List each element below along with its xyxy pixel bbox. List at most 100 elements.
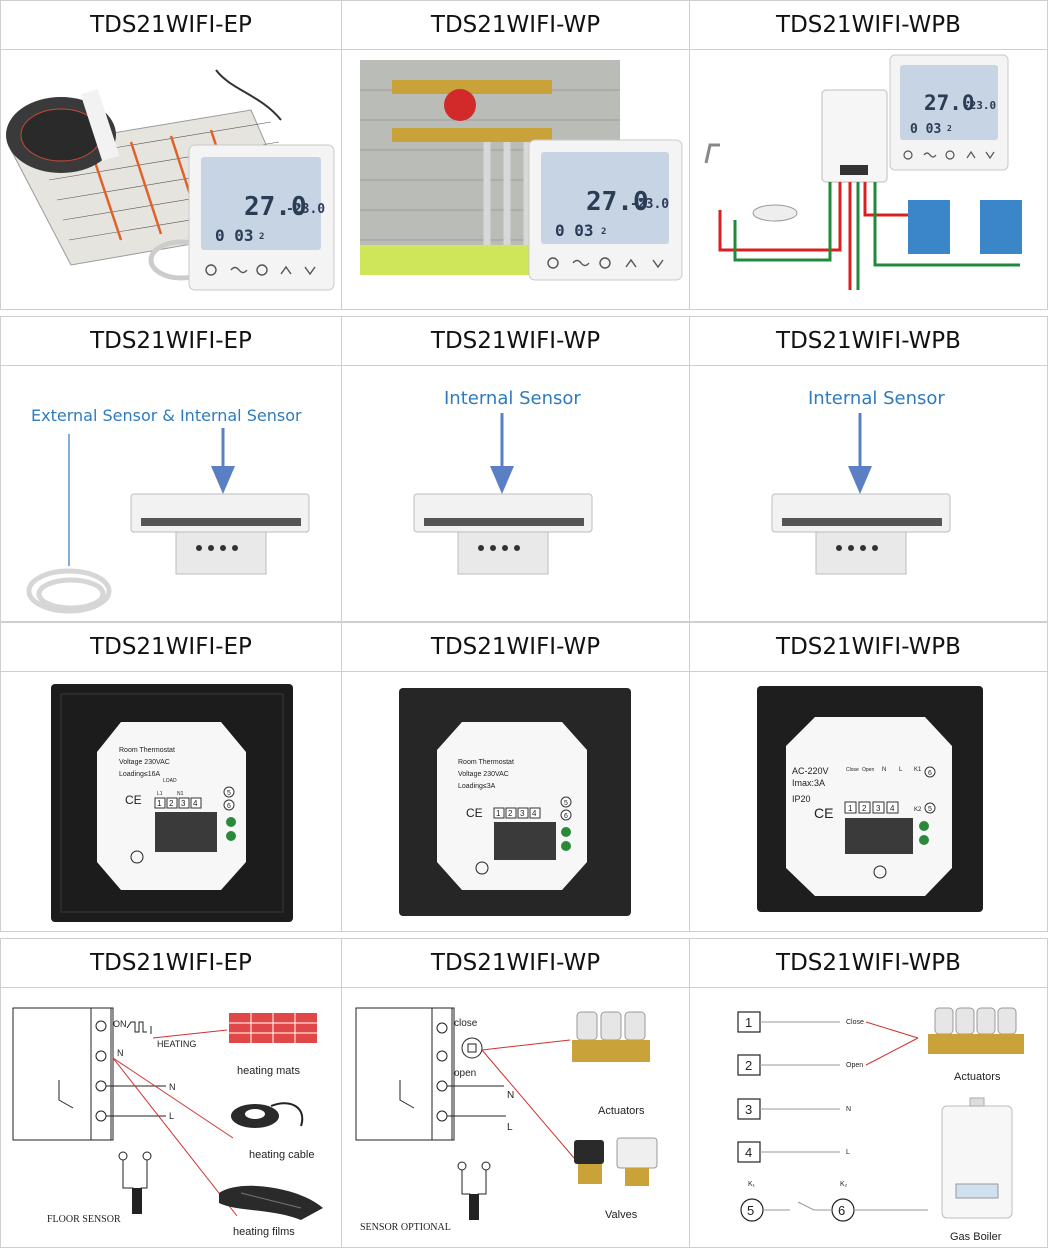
label-heating-cable: heating cable [249,1149,314,1161]
ce-mark: CE [814,805,833,821]
thermostat-front: 27.0 -23.0 0 03 2 [188,144,335,291]
cell-wpb-wiring: TDS21WIFI-WPB 1 2 3 4 Close Open N L K₁ … [689,938,1048,1248]
cell-ep-sensor: TDS21WIFI-EP External Sensor & Internal … [0,316,342,622]
wpb-sensor-view: Internal Sensor [690,366,1047,621]
thermostat-side-view [413,493,593,575]
back-label-line2: Imax:3A [792,778,825,788]
sensor-label: Internal Sensor [808,388,945,409]
svg-text:2: 2 [169,799,174,808]
label-n: N [169,1082,176,1092]
actuators-icon [928,1007,1024,1054]
svg-text:5: 5 [227,790,231,797]
svg-text:1: 1 [496,809,501,818]
model-title: TDS21WIFI-WP [342,1,689,50]
lcd-set-temp: -23.0 [963,99,996,112]
label-l: L [169,1111,174,1121]
lcd-day: 2 [947,124,952,133]
ep-wiring-diagram: ON HEATING N N L FLOOR SENSOR [1,988,341,1247]
back-label-close: Close [846,767,859,773]
cell-wpb-photo: TDS21WIFI-WPB [689,0,1048,310]
svg-text:4: 4 [193,799,198,808]
back-label-line2: Voltage 230VAC [458,771,509,778]
svg-text:K₂: K₂ [840,1181,848,1188]
ep-sensor-view: External Sensor & Internal Sensor [1,366,341,621]
terminal-block: 1 2 3 4 [844,801,913,854]
back-label-k1: K1 [914,767,922,773]
model-title: TDS21WIFI-EP [1,623,341,672]
sensor-label: External Sensor & Internal Sensor [31,406,302,425]
cell-ep-wiring: TDS21WIFI-EP ON HEATING N N L [0,938,342,1248]
wp-sensor-view: Internal Sensor [342,366,689,621]
sensor-label: Internal Sensor [444,388,581,409]
label-close: close [454,1018,478,1029]
label-actuators: Actuators [598,1105,645,1117]
label-heating: HEATING [157,1039,196,1049]
thermostat-front: 27.0 -23.0 0 03 2 [528,139,683,281]
cell-wp-wiring: TDS21WIFI-WP close open N L [341,938,690,1248]
label-heating-mats: heating mats [237,1065,300,1077]
label-n-left: N [117,1048,124,1058]
back-label-line1: Room Thermostat [458,759,514,766]
heating-film-icon [219,1185,323,1220]
lcd-clock: 0 03 [910,122,941,137]
label-open: open [454,1068,476,1079]
radiator [908,200,1022,254]
sensor-probe [457,1161,491,1220]
svg-text:3: 3 [181,799,186,808]
label-l: L [507,1122,513,1133]
svg-text:2: 2 [862,804,867,813]
svg-text:2: 2 [745,1058,752,1073]
thermostat-side-view [771,493,951,575]
terminal-boxes [737,1011,761,1163]
back-label-load: LOAD [163,778,177,784]
wp-wiring-diagram: close open N L SENSOR OPTIONAL [342,988,689,1247]
row-sensor-views: TDS21WIFI-EP External Sensor & Internal … [0,316,1048,622]
cell-ep-photo: TDS21WIFI-EP [0,0,342,310]
svg-text:Close: Close [846,1019,864,1026]
label-floor-sensor: FLOOR SENSOR [47,1214,121,1225]
lcd-temp: 27.0 [924,91,975,115]
touch-buttons [205,264,316,276]
svg-text:Open: Open [846,1062,863,1069]
row-wiring-diagrams: TDS21WIFI-EP ON HEATING N N L [0,938,1048,1248]
svg-text:3: 3 [520,809,525,818]
back-label-line3: Loading≤3A [458,783,496,790]
back-label-n1: N1 [177,791,184,797]
back-label-line1: AC-220V [792,766,829,776]
wpb-back-panel: AC-220V Imax:3A IP20 CE Close Open N L K… [690,672,1047,931]
terminal-block: 1 2 3 4 [154,797,217,852]
lcd-day: 2 [259,232,264,242]
model-title: TDS21WIFI-WP [342,623,689,672]
svg-text:3: 3 [745,1102,752,1117]
svg-text:5: 5 [928,806,932,813]
cell-wp-sensor: TDS21WIFI-WP Internal Sensor [341,316,690,622]
label-valves: Valves [605,1209,638,1221]
ep-back-panel: Room Thermostat Voltage 230VAC Loading≤1… [1,672,341,931]
svg-text:4: 4 [890,804,895,813]
actuators-icon [572,1011,650,1062]
back-label-l: L [899,767,903,773]
svg-text:4: 4 [532,809,537,818]
label-gas-boiler: Gas Boiler [950,1231,1002,1243]
label-sensor-optional: SENSOR OPTIONAL [360,1222,451,1233]
svg-text:L: L [846,1149,850,1156]
back-label-line3: Loading≤16A [119,771,161,778]
terminal-block: 1 2 3 4 [493,807,556,860]
gas-boiler-icon [941,1097,1013,1219]
label-n: N [507,1090,514,1101]
label-heating-films: heating films [233,1226,295,1238]
row-back-panels: TDS21WIFI-EP Room Thermostat Voltage 230… [0,622,1048,932]
sensor-cable-icon [26,568,112,614]
ep-photo: 27.0 -23.0 0 03 2 [1,50,341,309]
thermostat-front: 27.0 -23.0 0 03 2 [889,54,1009,171]
svg-text:1: 1 [157,799,162,808]
back-label-line3: IP20 [792,794,811,804]
ce-mark: CE [125,793,142,807]
heating-cable-icon [231,1102,304,1128]
svg-text:6: 6 [928,770,932,777]
back-label-line2: Voltage 230VAC [119,759,170,766]
back-label-k2: K2 [914,807,922,813]
model-title: TDS21WIFI-WPB [690,317,1047,366]
svg-text:K₁: K₁ [748,1181,756,1188]
lcd-clock: 0 03 [215,226,254,245]
